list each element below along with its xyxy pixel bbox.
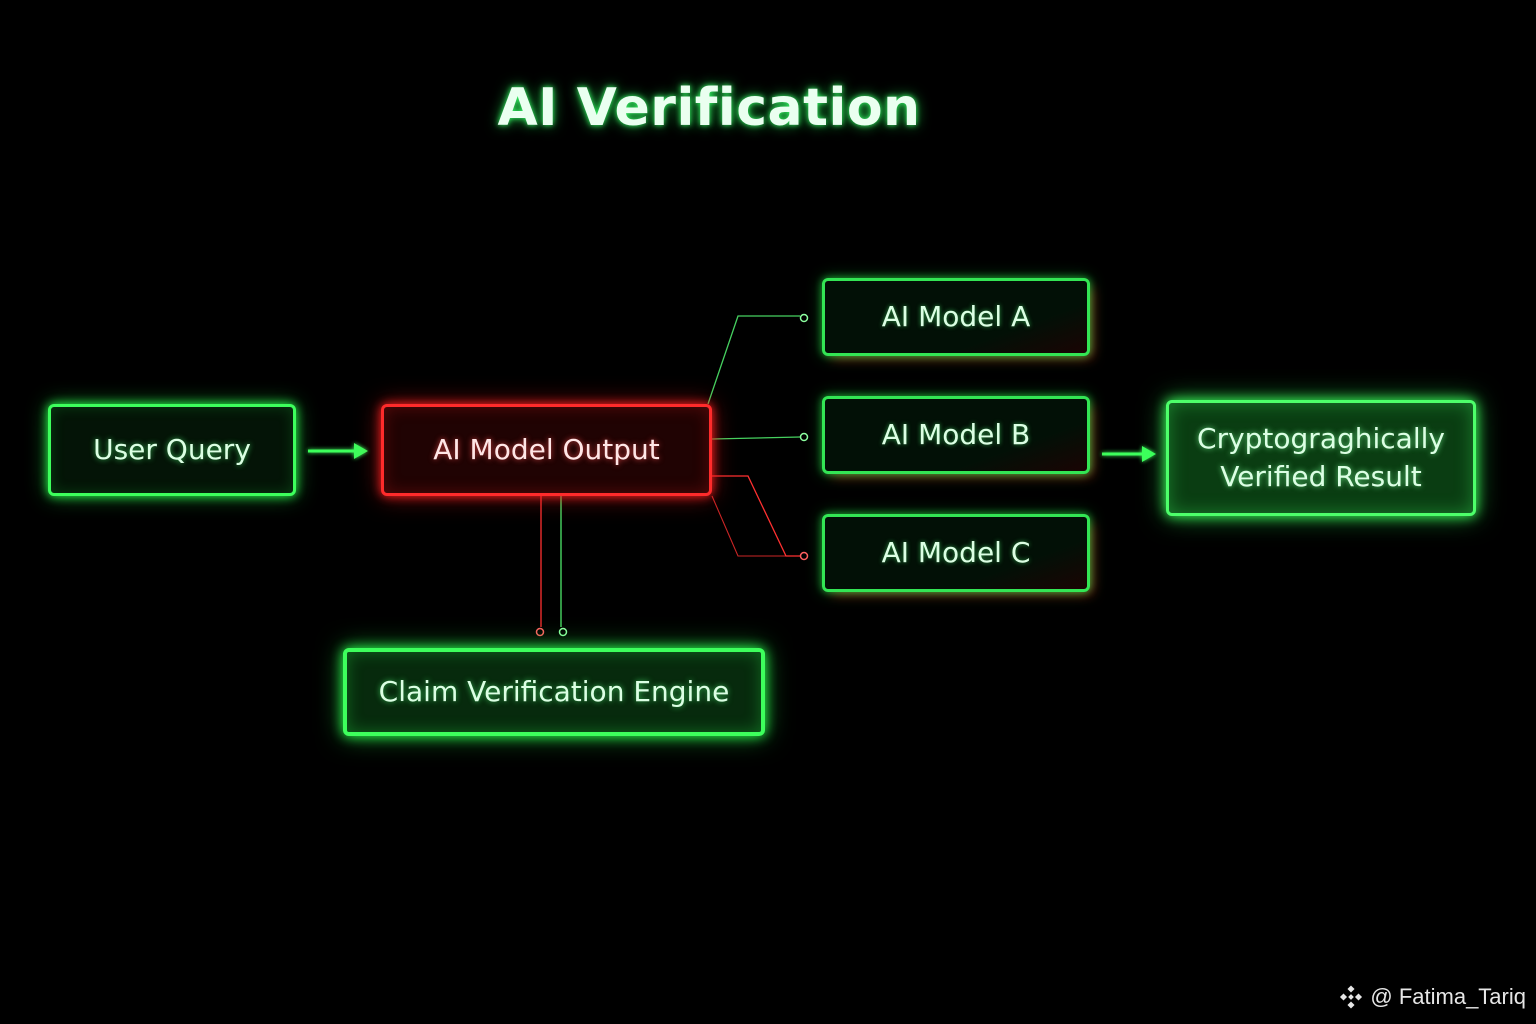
wire-output-to-model-a (707, 315, 800, 405)
model-b-node: AI Model B (822, 396, 1090, 474)
wire-output-to-model-c (712, 475, 800, 557)
wire-dot-b (799, 432, 809, 442)
watermark: @ Fatima_Tariq (1338, 984, 1526, 1010)
claim-verification-engine-node: Claim Verification Engine (343, 648, 765, 736)
user-query-node: User Query (48, 404, 296, 496)
model-a-label: AI Model A (881, 300, 1031, 334)
arrow-models-to-result (1102, 446, 1156, 462)
model-output-label: AI Model Output (433, 433, 660, 467)
engine-label: Claim Verification Engine (378, 675, 730, 709)
wire-output-to-model-b (711, 436, 801, 440)
binance-logo-icon (1340, 985, 1363, 1009)
model-a-node: AI Model A (822, 278, 1090, 356)
model-c-label: AI Model C (881, 536, 1031, 570)
diagram-title: AI Verification (497, 78, 921, 138)
watermark-text: @ Fatima_Tariq (1370, 984, 1526, 1009)
model-output-node: AI Model Output (381, 404, 712, 496)
wire-dot-c (799, 551, 809, 561)
verified-result-node: Cryptograghically Verified Result (1166, 400, 1476, 516)
model-c-node: AI Model C (822, 514, 1090, 592)
verified-result-label: Cryptograghically Verified Result (1197, 422, 1445, 493)
user-query-label: User Query (93, 433, 251, 467)
model-b-label: AI Model B (881, 418, 1031, 452)
arrow-query-to-output (308, 443, 368, 459)
wire-dot-a (799, 313, 809, 323)
